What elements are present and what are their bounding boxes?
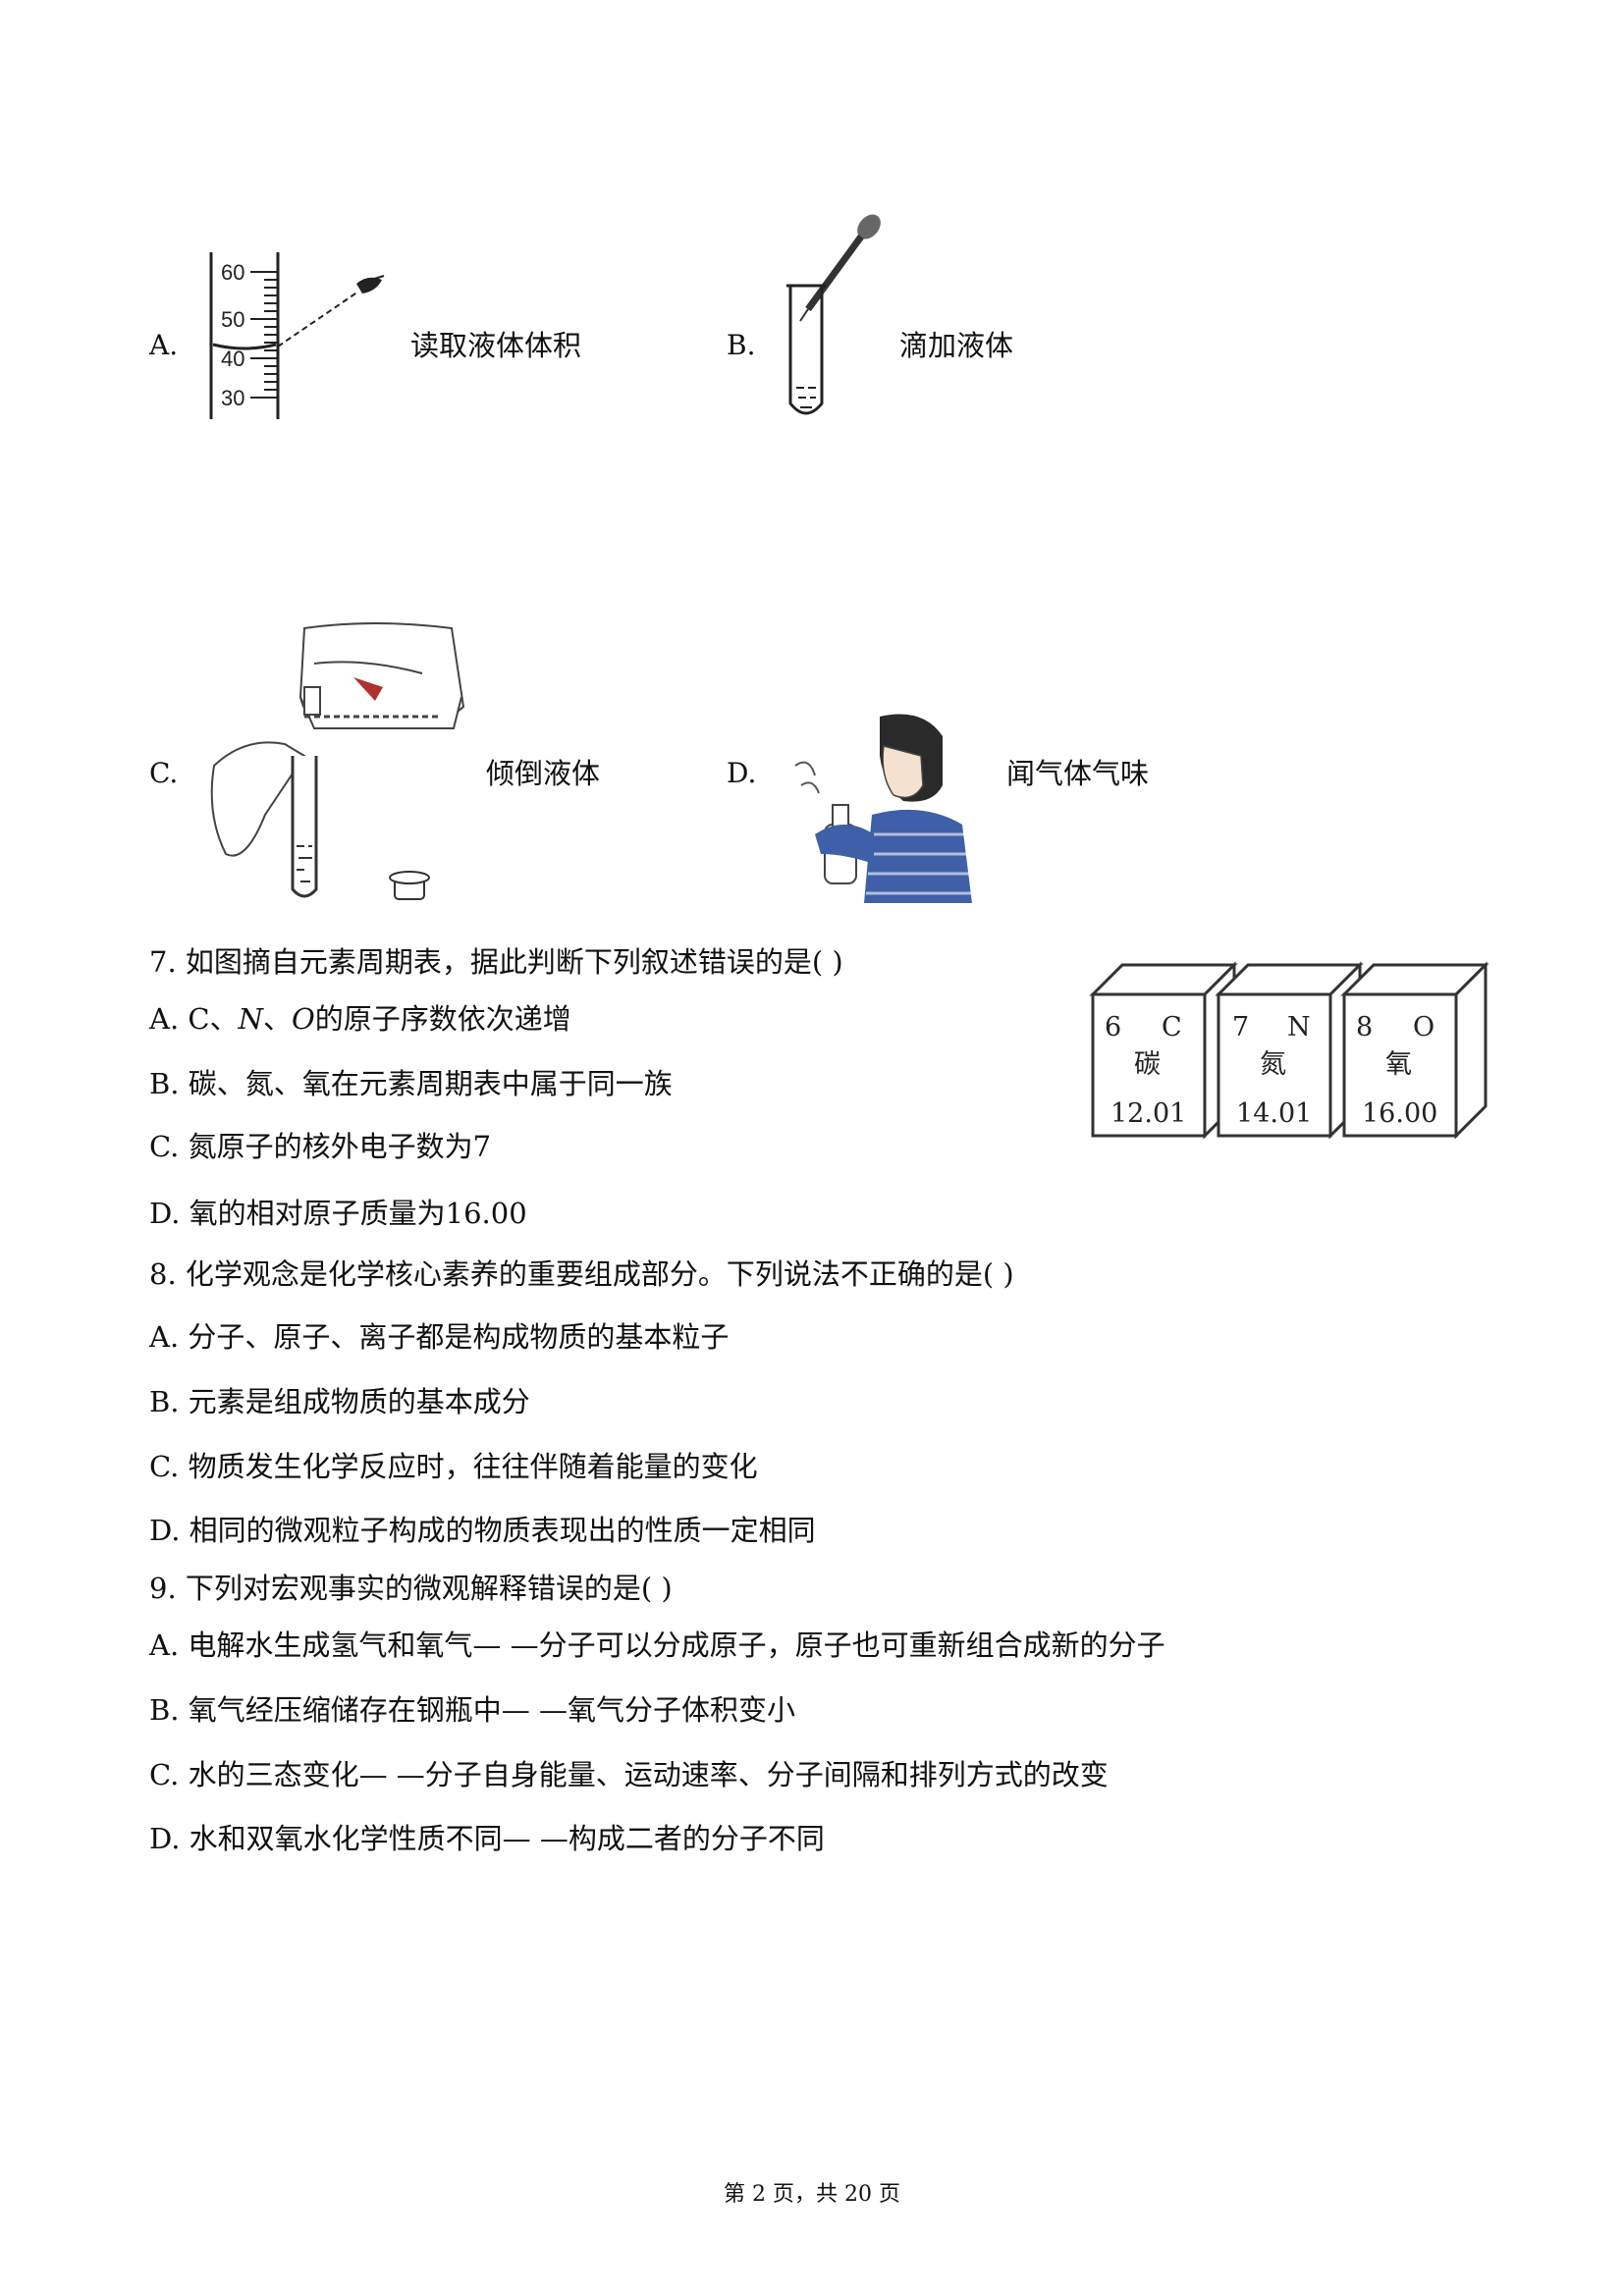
pouring-liquid-figure (210, 622, 465, 900)
q9-stem: 9. 下列对宏观事实的微观解释错误的是( ) (149, 1572, 673, 1605)
option-c-label: C. (149, 757, 179, 789)
q8-option-a: A. 分子、原子、离子都是构成物质的基本粒子 (149, 1320, 730, 1354)
q9-option-a: A. 电解水生成氢气和氧气— —分子可以分成原子，原子也可重新组合成新的分子 (149, 1629, 1165, 1662)
carbon-number: 6 (1105, 1012, 1121, 1042)
oxygen-symbol: O (1413, 1012, 1435, 1042)
option-b-label: B. (727, 329, 756, 361)
dropper-test-tube-figure (786, 214, 881, 415)
option-b-caption: 滴加液体 (899, 329, 1014, 362)
q9-option-d: D. 水和双氧水化学性质不同— —构成二者的分子不同 (149, 1822, 825, 1855)
oxygen-name: 氧 (1385, 1049, 1412, 1080)
element-cell-oxygen (1340, 961, 1489, 1140)
q7-option-c: C. 氮原子的核外电子数为7 (149, 1130, 492, 1163)
oxygen-mass: 16.00 (1362, 1098, 1437, 1129)
smelling-gas-figure (794, 714, 972, 903)
page-footer: 第 2 页，共 20 页 (724, 2182, 900, 2207)
q8-option-c: C. 物质发生化学反应时，往往伴随着能量的变化 (149, 1450, 758, 1483)
scale-30: 30 (221, 386, 244, 410)
carbon-symbol: C (1162, 1012, 1182, 1042)
eye-icon (356, 275, 385, 294)
q9-option-c: C. 水的三态变化— —分子自身能量、运动速率、分子间隔和排列方式的改变 (149, 1758, 1109, 1791)
scale-60: 60 (221, 260, 244, 285)
scale-40: 40 (221, 347, 244, 371)
q8-option-b: B. 元素是组成物质的基本成分 (149, 1385, 530, 1418)
q7-option-b: B. 碳、氮、氧在元素周期表中属于同一族 (149, 1067, 673, 1100)
q7-option-a: A. C、N、O的原子序数依次递增 (149, 1002, 571, 1036)
option-d-label: D. (727, 757, 757, 789)
nitrogen-symbol: N (1287, 1012, 1311, 1042)
q9-option-b: B. 氧气经压缩储存在钢瓶中— —氧气分子体积变小 (149, 1693, 795, 1727)
carbon-mass: 12.01 (1110, 1098, 1186, 1129)
graduated-cylinder-figure: 60 50 40 30 (209, 252, 385, 419)
q8-stem: 8. 化学观念是化学核心素养的重要组成部分。下列说法不正确的是( ) (149, 1257, 1014, 1291)
nitrogen-number: 7 (1232, 1012, 1249, 1042)
option-d-caption: 闻气体气味 (1006, 757, 1150, 790)
q7-option-d: D. 氧的相对原子质量为16.00 (149, 1197, 527, 1230)
q7-stem: 7. 如图摘自元素周期表，据此判断下列叙述错误的是( ) (149, 945, 843, 979)
q8-option-d: D. 相同的微观粒子构成的物质表现出的性质一定相同 (149, 1514, 816, 1547)
nitrogen-mass: 14.01 (1236, 1098, 1312, 1129)
carbon-name: 碳 (1134, 1049, 1161, 1080)
option-a-caption: 读取液体体积 (410, 329, 582, 362)
oxygen-number: 8 (1356, 1012, 1373, 1042)
nitrogen-name: 氮 (1260, 1049, 1286, 1080)
option-a-label: A. (149, 329, 179, 361)
option-c-caption: 倾倒液体 (486, 757, 601, 790)
scale-50: 50 (221, 307, 244, 332)
periodic-table-cells: 6 C 碳 12.01 7 N 氮 14.01 8 O 氧 16.00 (1089, 961, 1489, 1140)
